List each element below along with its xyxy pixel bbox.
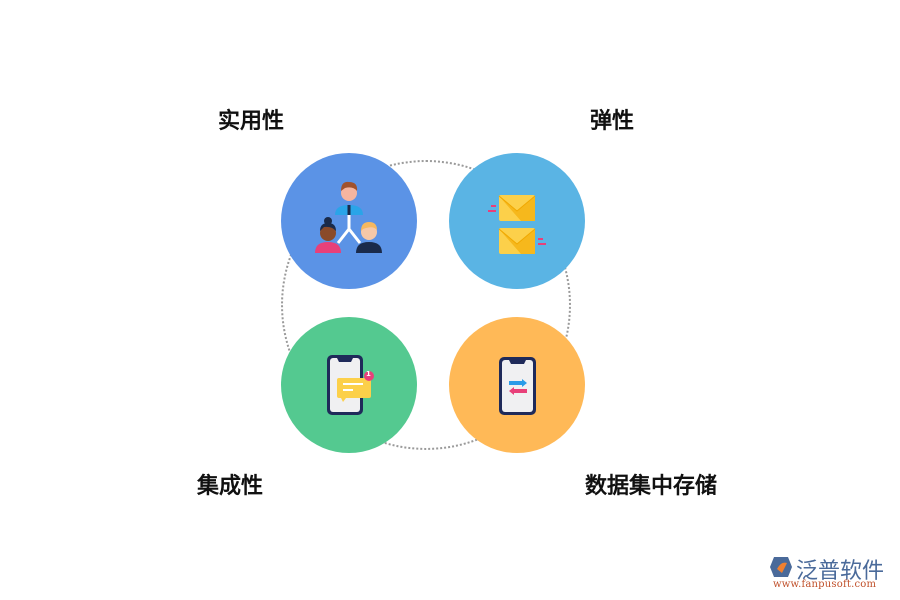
flexibility-circle bbox=[449, 153, 585, 289]
storage-circle bbox=[449, 317, 585, 453]
phone-message-icon bbox=[327, 355, 374, 415]
notification-badge: 1 bbox=[366, 370, 371, 378]
fanpu-logo-icon bbox=[770, 557, 792, 577]
label-practicality: 实用性 bbox=[218, 109, 285, 134]
integration-circle: 1 bbox=[281, 317, 417, 453]
label-centralized-storage: 数据集中存储 bbox=[585, 474, 718, 499]
logo-name: 泛普软件 bbox=[796, 559, 885, 584]
dotted-ring bbox=[281, 160, 571, 450]
label-flexibility: 弹性 bbox=[590, 109, 635, 134]
label-integration: 集成性 bbox=[197, 474, 264, 499]
phone-transfer-icon bbox=[499, 357, 536, 415]
envelopes-icon bbox=[488, 195, 546, 254]
practicality-circle bbox=[281, 153, 417, 289]
people-hierarchy-icon bbox=[315, 181, 382, 253]
logo-url: www.fanpusoft.com bbox=[773, 579, 877, 590]
